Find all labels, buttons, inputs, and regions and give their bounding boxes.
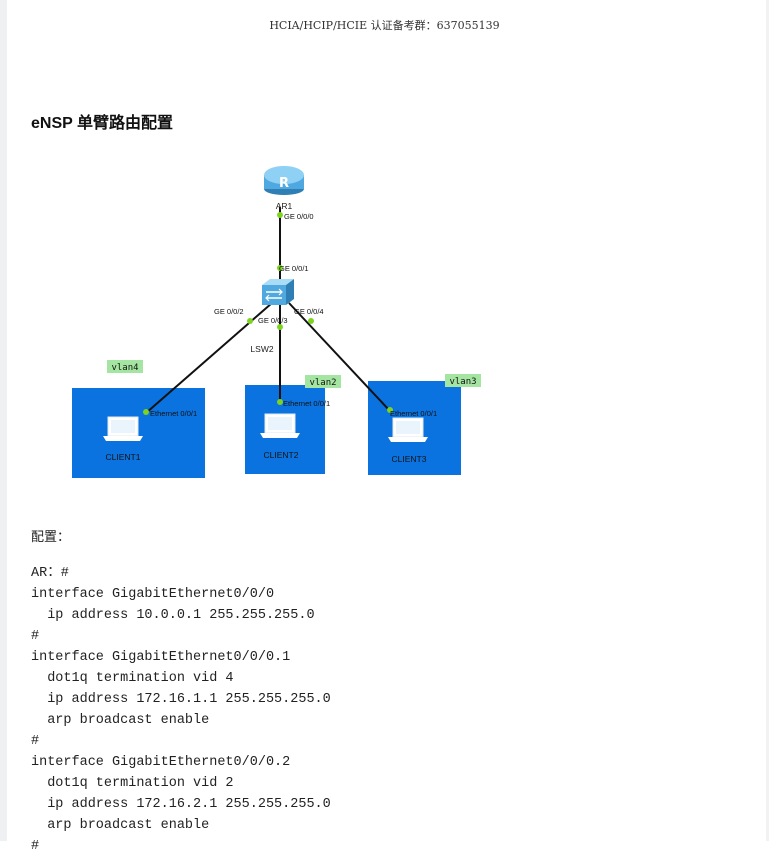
config-line: # xyxy=(31,839,40,854)
config-line: interface GigabitEthernet0/0/0.1 xyxy=(31,650,291,665)
port-label-switch-up: GE 0/0/1 xyxy=(279,264,309,273)
laptop-icon xyxy=(260,413,300,438)
port-indicators xyxy=(143,212,393,415)
page-right-margin xyxy=(766,0,769,841)
vlan-tag-client3: vlan3 xyxy=(449,377,476,387)
switch-label: LSW2 xyxy=(250,344,273,354)
vlan-tag-client2: vlan2 xyxy=(309,378,336,388)
svg-text:R: R xyxy=(279,176,289,191)
laptop-icon xyxy=(103,416,143,441)
config-line: ip address 172.16.2.1 255.255.255.0 xyxy=(31,797,331,812)
config-line: AR：# xyxy=(31,566,69,581)
document-title: eNSP 单臂路由配置 xyxy=(31,115,173,132)
config-line: arp broadcast enable xyxy=(31,818,210,833)
page-left-margin xyxy=(0,0,7,841)
vlan-tag-client1: vlan4 xyxy=(111,363,138,373)
config-line: ip address 172.16.1.1 255.255.255.0 xyxy=(31,692,331,707)
port-label-switch-left: GE 0/0/2 xyxy=(214,307,244,316)
config-line: dot1q termination vid 2 xyxy=(31,776,234,791)
client-label-3: CLIENT3 xyxy=(392,454,427,464)
config-line: arp broadcast enable xyxy=(31,713,210,728)
port-labels: GE 0/0/0 GE 0/0/1 GE 0/0/2 GE 0/0/3 GE 0… xyxy=(150,212,437,418)
config-line: # xyxy=(31,734,40,749)
port-label-switch-mid: GE 0/0/3 xyxy=(258,316,288,325)
config-line: ip address 10.0.0.1 255.255.255.0 xyxy=(31,608,315,623)
port-label-switch-right: GE 0/0/4 xyxy=(294,307,324,316)
router-icon: R xyxy=(264,166,304,195)
client-label-2: CLIENT2 xyxy=(264,450,299,460)
network-topology-diagram: vlan4 vlan2 vlan3 R AR1 LSW2 xyxy=(60,155,520,485)
port-label-client3: Ethernet 0/0/1 xyxy=(390,409,437,418)
page-header: HCIA/HCIP/HCIE 认证备考群：637055139 xyxy=(269,19,500,32)
config-line: dot1q termination vid 4 xyxy=(31,671,234,686)
config-line: # xyxy=(31,629,40,644)
port-label-router-ge0: GE 0/0/0 xyxy=(284,212,314,221)
vlan-tag-bg-1 xyxy=(107,360,143,373)
port-label-client1: Ethernet 0/0/1 xyxy=(150,409,197,418)
client-label-1: CLIENT1 xyxy=(106,452,141,462)
link-switch-client3 xyxy=(288,302,391,412)
config-line: interface GigabitEthernet0/0/0 xyxy=(31,587,275,602)
router-label: AR1 xyxy=(276,201,293,211)
config-code-block: AR：# interface GigabitEthernet0/0/0 ip ad… xyxy=(31,563,331,857)
vlan-tag-bg-2 xyxy=(305,375,341,388)
config-line: interface GigabitEthernet0/0/0.2 xyxy=(31,755,291,770)
vlan-tag-bg-3 xyxy=(445,374,481,387)
port-label-client2: Ethernet 0/0/1 xyxy=(283,399,330,408)
laptop-icon xyxy=(388,417,428,442)
config-section-label: 配置： xyxy=(31,529,71,544)
topology-svg: vlan4 vlan2 vlan3 R AR1 LSW2 xyxy=(72,166,481,478)
switch-icon xyxy=(262,279,294,305)
